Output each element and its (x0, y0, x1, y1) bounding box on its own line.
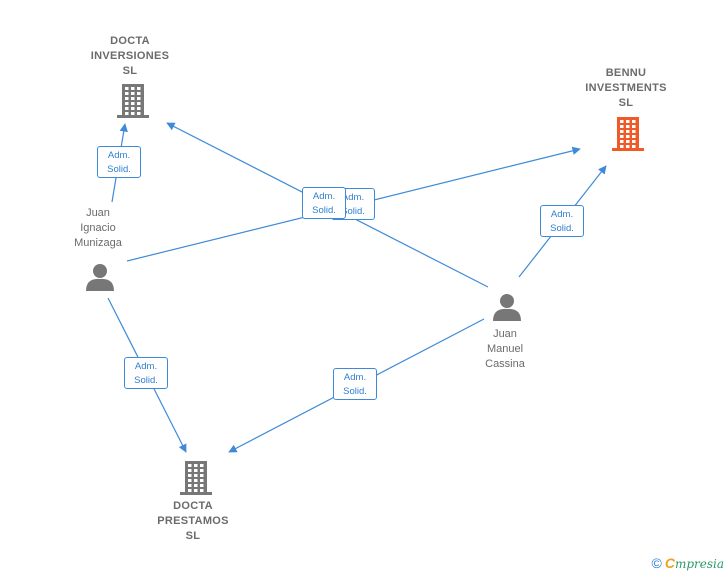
edge-label-juan_manuel-to-docta_inversiones[interactable]: Adm. Solid. (302, 187, 346, 219)
brand-watermark: ©Cmpresia (651, 555, 724, 571)
person-icon-juan-manuel (493, 294, 521, 321)
edge-label-juan_ignacio-to-docta_inversiones[interactable]: Adm. Solid. (97, 146, 141, 178)
edge-label-juan_ignacio-to-docta_prestamos[interactable]: Adm. Solid. (124, 357, 168, 389)
building-icon-docta-inversiones (117, 84, 149, 118)
node-label-juan-manuel[interactable]: Juan Manuel Cassina (485, 328, 525, 370)
brand-name: mpresia (674, 557, 724, 571)
copyright-icon: © (651, 555, 662, 571)
node-label-juan-ignacio[interactable]: Juan Ignacio Munizaga (74, 207, 122, 249)
edge-label-juan_manuel-to-bennu_investments[interactable]: Adm. Solid. (540, 205, 584, 237)
building-icon-bennu-investments (612, 117, 644, 151)
node-label-docta-inversiones[interactable]: DOCTA INVERSIONES SL (90, 35, 170, 77)
brand-initial: C (664, 555, 675, 571)
building-icon-docta-prestamos (180, 461, 212, 495)
node-label-docta-prestamos[interactable]: DOCTA PRESTAMOS SL (157, 500, 229, 542)
node-label-bennu-investments[interactable]: BENNU INVESTMENTS SL (585, 67, 667, 109)
person-icon-juan-ignacio (86, 264, 114, 291)
edge-label-juan_manuel-to-docta_prestamos[interactable]: Adm. Solid. (333, 368, 377, 400)
